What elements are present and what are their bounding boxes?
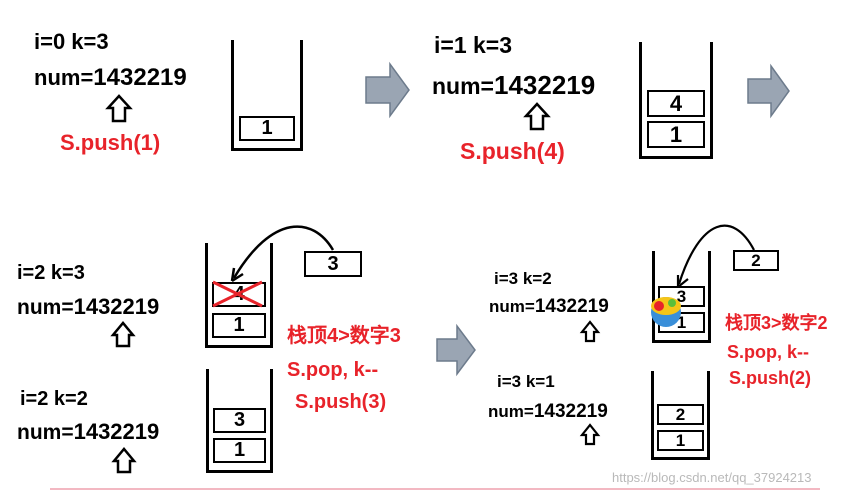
step-5-note-3: S.push(2) (729, 368, 812, 388)
stack-element: 1 (212, 313, 266, 338)
stack-5: 3 1 (652, 251, 711, 343)
num-value: 1432219 (534, 296, 609, 317)
step-2-op: S.push(4) (460, 138, 565, 164)
step-5-state: i=3 k=2 (494, 269, 552, 288)
num-value: 1432219 (93, 64, 187, 91)
step-3-note-3: S.push(3) (295, 391, 387, 413)
stack-element: 4 (647, 90, 705, 117)
step-4-state: i=2 k=2 (20, 388, 88, 410)
stack-1: 1 (231, 40, 303, 151)
step-1-op: S.push(1) (60, 130, 161, 155)
num-label: num= (488, 402, 534, 421)
num-label: num= (17, 421, 74, 444)
step-1-state: i=0 k=3 (34, 29, 109, 54)
stack-element: 1 (657, 430, 704, 451)
stack-element: 2 (657, 404, 704, 425)
step-2-num: num=1432219 (432, 72, 595, 98)
step-6-num: num=1432219 (488, 402, 608, 421)
step-4-num: num=1432219 (17, 419, 160, 444)
stack-6: 2 1 (651, 371, 710, 460)
stack-element: 1 (213, 438, 266, 463)
step-6-state: i=3 k=1 (497, 372, 555, 391)
incoming-digit-box: 3 (304, 251, 362, 277)
step-5-note-2: S.pop, k-- (727, 342, 809, 362)
step-5-note-1: 栈顶3>数字2 (725, 313, 828, 333)
step-1-num: num=1432219 (34, 66, 187, 90)
num-label: num= (17, 296, 74, 319)
num-value: 1432219 (73, 294, 160, 319)
stack-4: 3 1 (206, 369, 273, 473)
num-label: num= (432, 73, 494, 99)
step-5-num: num=1432219 (489, 297, 609, 316)
stack-element: 1 (647, 121, 705, 148)
num-label: num= (489, 297, 535, 316)
num-label: num= (34, 65, 94, 90)
step-3-note-2: S.pop, k-- (287, 359, 379, 381)
incoming-digit-box: 2 (733, 250, 779, 271)
step-3-note-1: 栈顶4>数字3 (287, 325, 401, 347)
stack-element: 1 (239, 116, 295, 141)
num-value: 1432219 (493, 70, 596, 100)
step-3-num: num=1432219 (17, 294, 160, 319)
num-value: 1432219 (533, 401, 608, 422)
step-3-state: i=2 k=3 (17, 262, 85, 284)
num-value: 1432219 (73, 419, 160, 444)
watermark: https://blog.csdn.net/qq_37924213 (612, 470, 812, 485)
step-2-state: i=1 k=3 (434, 32, 513, 58)
stack-2: 4 1 (639, 42, 713, 159)
bottom-divider (50, 488, 820, 490)
stack-element: 3 (213, 408, 266, 433)
